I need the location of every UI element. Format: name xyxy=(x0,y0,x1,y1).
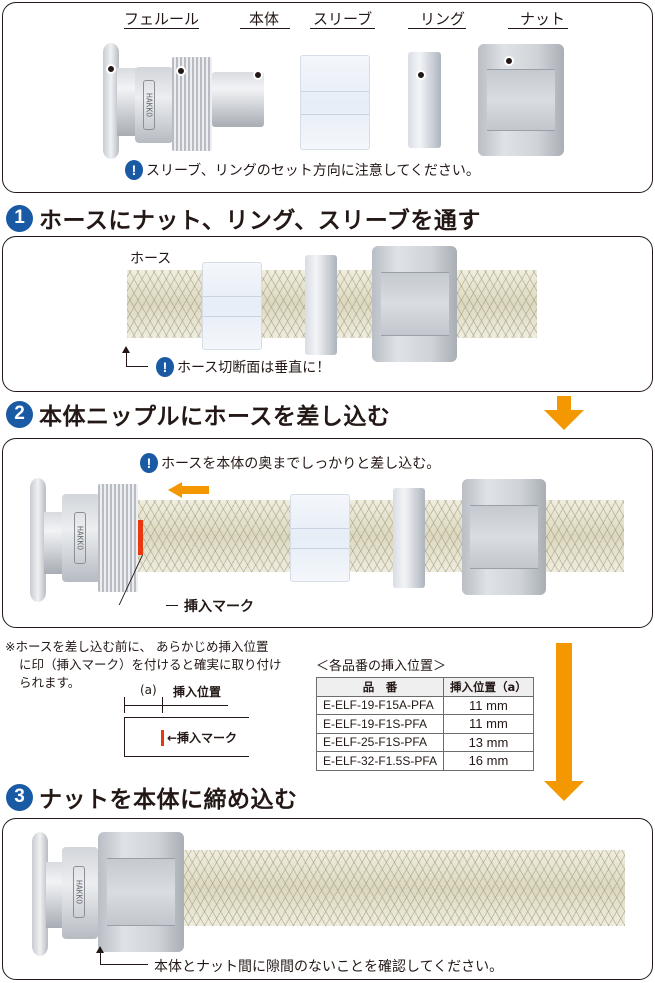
step1-heading: 1 ホースにナット、リング、スリーブを通す xyxy=(6,201,481,235)
diagram-red-mark xyxy=(161,730,164,746)
leader-body xyxy=(240,28,290,29)
label-body: 本体 xyxy=(249,10,280,28)
diagram-a-label: (a) xyxy=(140,683,157,697)
step3-hose xyxy=(180,850,625,926)
table-title: ＜各品番の挿入位置＞ xyxy=(316,659,447,674)
step1-caution: ! ホース切断面は垂直に！ xyxy=(156,357,330,377)
pointer-ferrule xyxy=(106,64,116,74)
step1-title: ホースにナット、リング、スリーブを通す xyxy=(39,208,481,234)
step3-number-badge: 3 xyxy=(6,783,33,811)
exclamation-icon: ! xyxy=(140,453,158,473)
ring-image xyxy=(408,52,441,148)
step2-sleeve xyxy=(290,494,350,582)
step2-caution-text: ホースを本体の奥までしっかりと差し込む。 xyxy=(161,456,441,472)
leader-nut xyxy=(508,28,568,29)
logo-mark: HAKKO xyxy=(143,80,155,130)
exclamation-icon: ! xyxy=(125,160,143,180)
gap-leader xyxy=(100,953,148,965)
down-arrow-icon xyxy=(544,396,584,430)
pointer-ring xyxy=(416,70,426,80)
step3-caution-text: 本体とナット間に隙間のないことを確認してください。 xyxy=(154,959,504,975)
table-header-row: 品 番 挿入位置（a） xyxy=(315,677,534,697)
step2-hose xyxy=(138,500,624,572)
leader-ring xyxy=(408,28,466,29)
sleeve-image xyxy=(300,55,370,150)
long-down-arrow-icon xyxy=(544,643,584,809)
exclamation-icon: ! xyxy=(156,357,174,377)
step1-number-badge: 1 xyxy=(6,204,33,232)
step2-mark-label: 挿入マーク xyxy=(184,599,254,615)
header-insertion-position: 挿入位置（a） xyxy=(443,677,534,697)
step2-number-badge: 2 xyxy=(6,400,33,428)
logo-mark: HAKKO xyxy=(73,866,85,918)
step1-sleeve xyxy=(202,262,262,350)
label-ring: リング xyxy=(420,10,466,28)
pointer-nut xyxy=(504,56,514,66)
parts-caution: ! スリーブ、リングのセット方向に注意してください。 xyxy=(125,160,480,180)
step2-ring xyxy=(393,488,425,588)
step1-ring xyxy=(305,255,337,355)
step2-title: 本体ニップルにホースを差し込む xyxy=(39,404,391,430)
cut-face-arrow-icon xyxy=(122,346,130,353)
parts-caution-text: スリーブ、リングのセット方向に注意してください。 xyxy=(146,163,480,179)
label-sleeve: スリーブ xyxy=(313,10,373,28)
step2-caution: ! ホースを本体の奥までしっかりと差し込む。 xyxy=(140,453,440,473)
insertion-mark xyxy=(138,520,143,555)
gap-arrow-icon xyxy=(96,946,104,953)
step2-nut xyxy=(462,479,546,595)
hose-label: ホース xyxy=(130,251,172,267)
step2-heading: 2 本体ニップルにホースを差し込む xyxy=(6,397,390,431)
diagram-position-label: 挿入位置 xyxy=(173,685,222,699)
diagram-mark-label: ←挿入マーク xyxy=(167,731,238,745)
pointer-sleeve xyxy=(253,70,263,80)
label-ferrule: フェルール xyxy=(124,10,200,28)
mark-leader-h xyxy=(166,605,178,606)
leader-sleeve xyxy=(310,28,375,29)
leader-ferrule xyxy=(124,28,199,29)
orange-left-arrow-icon xyxy=(168,482,210,498)
step3-heading: 3 ナットを本体に締め込む xyxy=(6,780,298,814)
header-part-number: 品 番 xyxy=(315,677,445,697)
step1-caution-text: ホース切断面は垂直に！ xyxy=(177,360,331,376)
nut-image xyxy=(478,44,564,156)
step3-title: ナットを本体に締め込む xyxy=(39,787,298,813)
label-nut: ナット xyxy=(520,10,566,28)
step1-nut xyxy=(372,246,457,362)
cut-face-leader xyxy=(126,353,148,367)
logo-mark: HAKKO xyxy=(74,512,86,564)
note-text: ※ホースを差し込む前に、 あらかじめ挿入位置 に印（挿入マーク）を付けると確実に… xyxy=(5,639,282,690)
pointer-body xyxy=(176,66,186,76)
